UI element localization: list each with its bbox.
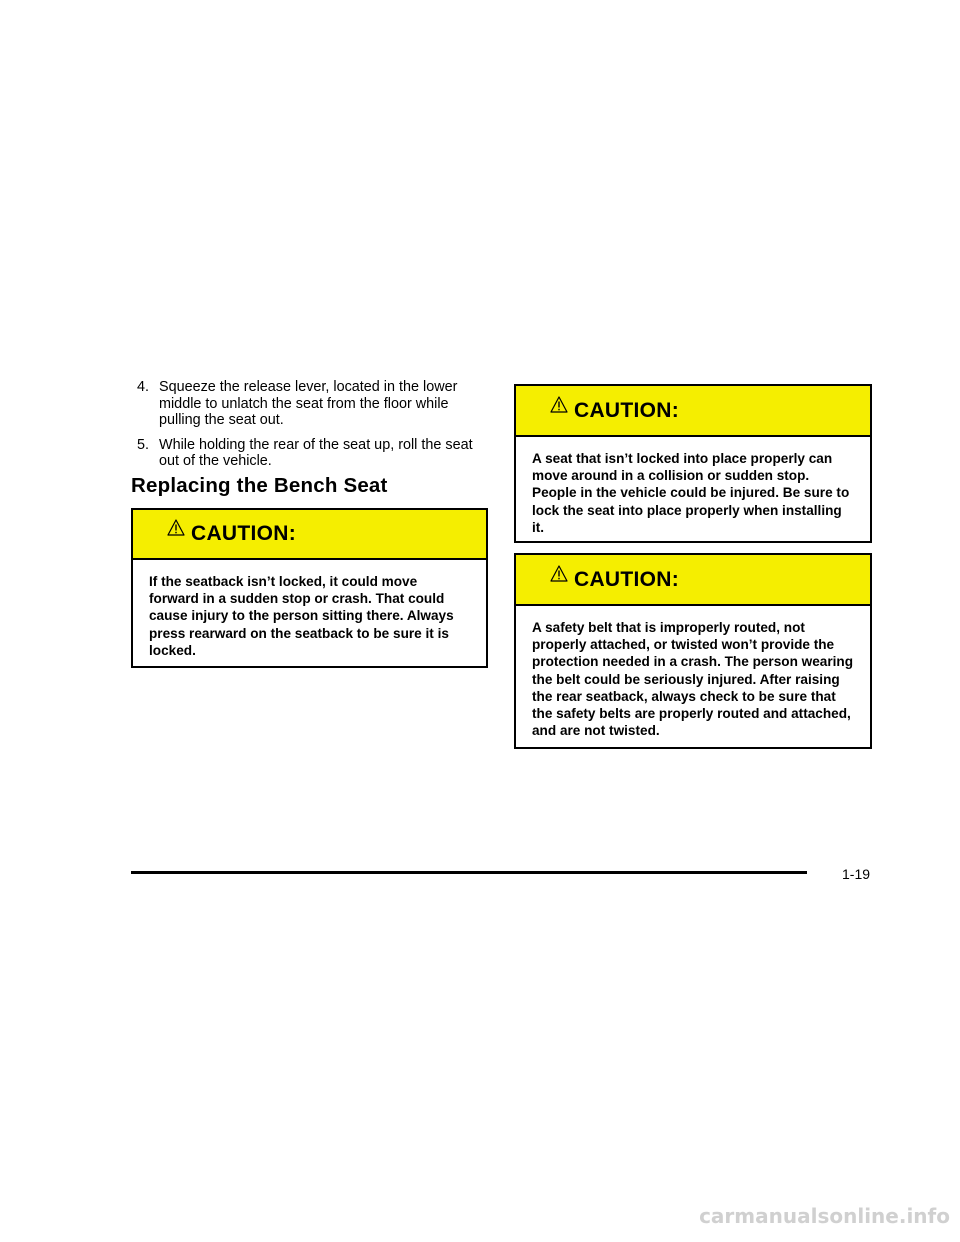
caution-text: A safety belt that is improperly routed,… bbox=[532, 620, 854, 739]
footer-rule bbox=[131, 871, 807, 874]
caution-title: CAUTION: bbox=[574, 398, 680, 422]
caution-box: CAUTION: A safety belt that is improperl… bbox=[514, 553, 872, 749]
caution-header: CAUTION: bbox=[133, 510, 486, 560]
caution-title: CAUTION: bbox=[191, 522, 297, 545]
warning-triangle-icon bbox=[167, 519, 185, 536]
page-number: 1-19 bbox=[842, 866, 871, 882]
caution-header: CAUTION: bbox=[516, 386, 870, 437]
section-title: Replacing the Bench Seat bbox=[131, 474, 388, 497]
step-number: 4. bbox=[137, 379, 150, 395]
caution-title: CAUTION: bbox=[574, 567, 680, 591]
caution-text: If the seatback isn’t locked, it could m… bbox=[149, 574, 454, 658]
step-text: Squeeze the release lever, located in th… bbox=[159, 379, 458, 428]
warning-triangle-icon bbox=[550, 564, 568, 582]
caution-box: CAUTION: A seat that isn’t locked into p… bbox=[514, 384, 872, 543]
step-item: 4. Squeeze the release lever, located in… bbox=[131, 379, 491, 429]
caution-header: CAUTION: bbox=[516, 555, 870, 606]
removal-steps: 4. Squeeze the release lever, located in… bbox=[131, 379, 491, 478]
step-number: 5. bbox=[137, 436, 150, 453]
caution-text: A seat that isn’t locked into place prop… bbox=[532, 451, 850, 535]
step-text: While holding the rear of the seat up, r… bbox=[159, 436, 473, 470]
caution-box: CAUTION: If the seatback isn’t locked, i… bbox=[131, 508, 488, 668]
step-item: 5. While holding the rear of the seat up… bbox=[131, 437, 491, 470]
warning-triangle-icon bbox=[550, 395, 568, 413]
watermark: carmanualsonline.info bbox=[699, 1204, 950, 1228]
